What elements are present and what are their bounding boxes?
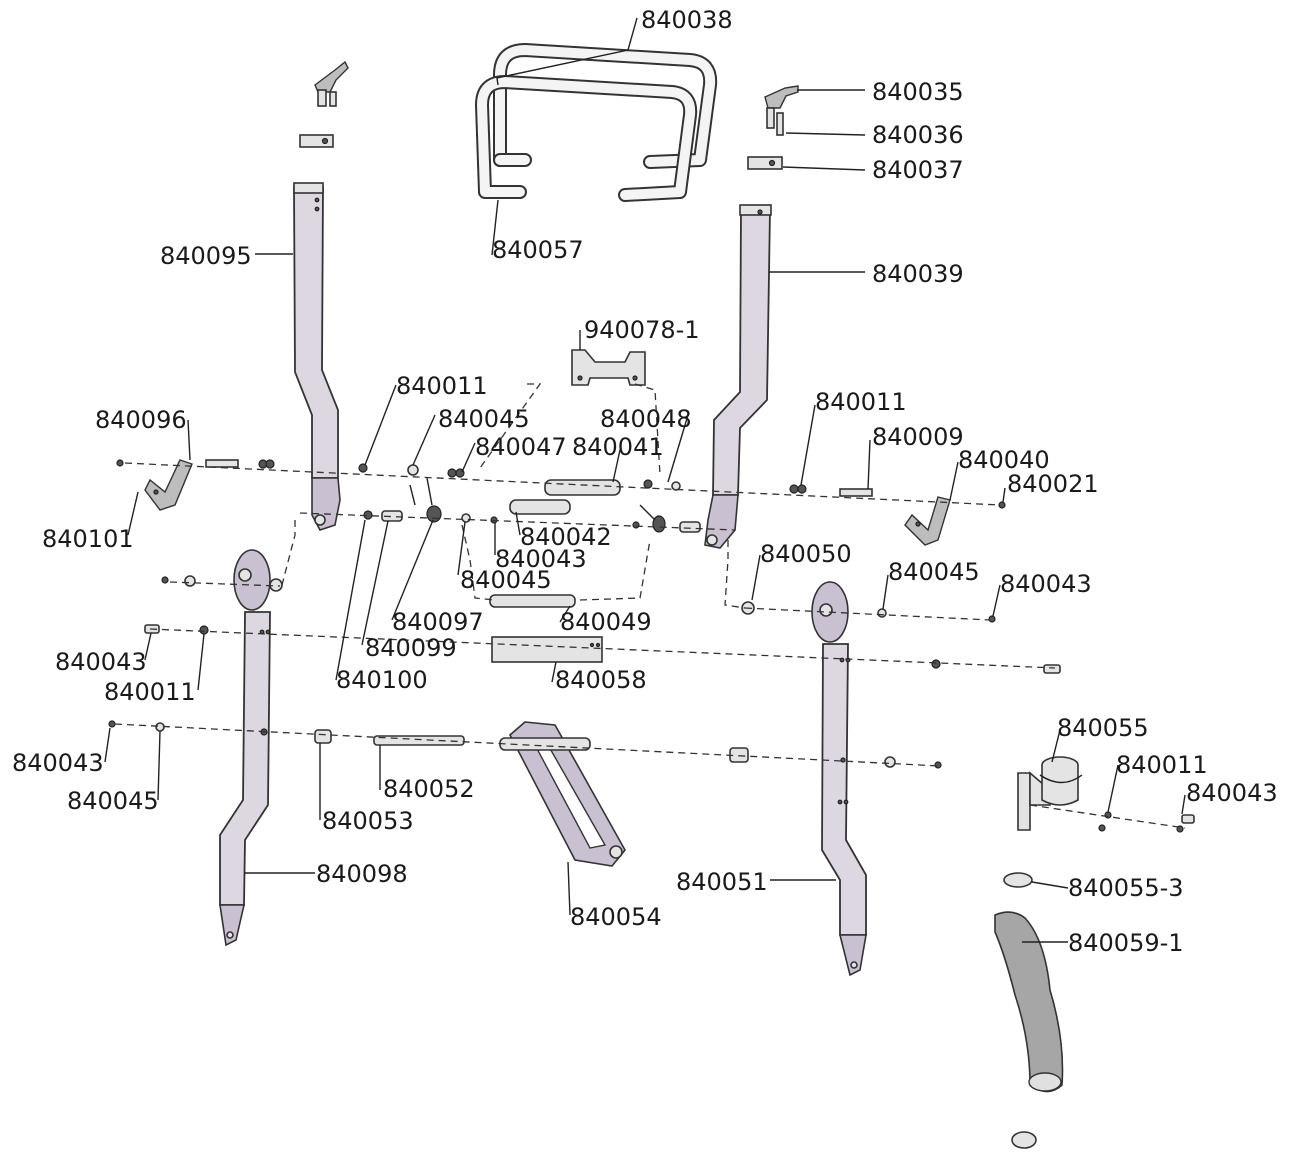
label-840043-d: 840043 [1186, 779, 1278, 807]
label-840055: 840055 [1057, 714, 1149, 742]
label-940078-1: 940078-1 [584, 316, 700, 344]
upper-axis-hardware [116, 459, 1006, 509]
label-840043-b: 840043 [1000, 570, 1092, 598]
upper-left-tube [293, 182, 341, 531]
label-840011-b: 840011 [815, 388, 907, 416]
label-840045-c: 840045 [460, 566, 552, 594]
clamp-lever-left [299, 60, 349, 148]
label-840052: 840052 [383, 775, 475, 803]
lower-left-tube [219, 549, 271, 947]
label-840042: 840042 [520, 523, 612, 551]
label-840100: 840100 [336, 666, 428, 694]
label-840095: 840095 [160, 242, 252, 270]
label-840053: 840053 [322, 807, 414, 835]
label-840047: 840047 [475, 433, 567, 461]
cup-holder-part [1017, 756, 1195, 833]
angle-bracket-left [144, 459, 193, 511]
crossbar-part [491, 636, 603, 663]
label-840058: 840058 [555, 666, 647, 694]
label-840038: 840038 [641, 6, 733, 34]
label-840055-3: 840055-3 [1068, 874, 1184, 902]
label-840011-c: 840011 [104, 678, 196, 706]
label-840045-a: 840045 [438, 405, 530, 433]
handle-bar-part [475, 43, 718, 202]
label-840041: 840041 [572, 433, 664, 461]
label-840051: 840051 [676, 868, 768, 896]
label-840097: 840097 [392, 608, 484, 636]
foot-bracket-part [499, 721, 626, 867]
clamp-lever-right [747, 85, 799, 170]
lower-axis-hardware [108, 624, 1061, 769]
label-840009: 840009 [872, 423, 964, 451]
label-840040: 840040 [958, 446, 1050, 474]
angle-bracket-right [904, 496, 951, 546]
label-840101: 840101 [42, 525, 134, 553]
label-840098: 840098 [316, 860, 408, 888]
label-840011-a: 840011 [396, 372, 488, 400]
label-840045-b: 840045 [888, 558, 980, 586]
label-840037: 840037 [872, 156, 964, 184]
label-840043-a: 840043 [495, 545, 587, 573]
label-840043-e: 840043 [12, 749, 104, 777]
lower-right-tube [811, 581, 867, 977]
label-840099: 840099 [365, 634, 457, 662]
label-840054: 840054 [570, 903, 662, 931]
label-840045-d: 840045 [67, 787, 159, 815]
label-840021: 840021 [1007, 470, 1099, 498]
label-840035: 840035 [872, 78, 964, 106]
leader-lines [104, 17, 1186, 943]
label-840057: 840057 [492, 236, 584, 264]
label-840036: 840036 [872, 121, 964, 149]
part-labels: 840038 840035 840036 840037 840095 84005… [12, 6, 1278, 957]
label-840096: 840096 [95, 406, 187, 434]
label-840043-c: 840043 [55, 648, 147, 676]
label-840011-d: 840011 [1116, 751, 1208, 779]
mid-axis-hardware [161, 477, 996, 623]
label-840048: 840048 [600, 405, 692, 433]
label-840049: 840049 [560, 608, 652, 636]
label-840039: 840039 [872, 260, 964, 288]
upper-right-tube [704, 204, 772, 549]
bracket-part [571, 349, 646, 386]
label-840050: 840050 [760, 540, 852, 568]
label-840059-1: 840059-1 [1068, 929, 1184, 957]
cap-part [1003, 872, 1037, 1149]
hose-part [994, 911, 1064, 1093]
